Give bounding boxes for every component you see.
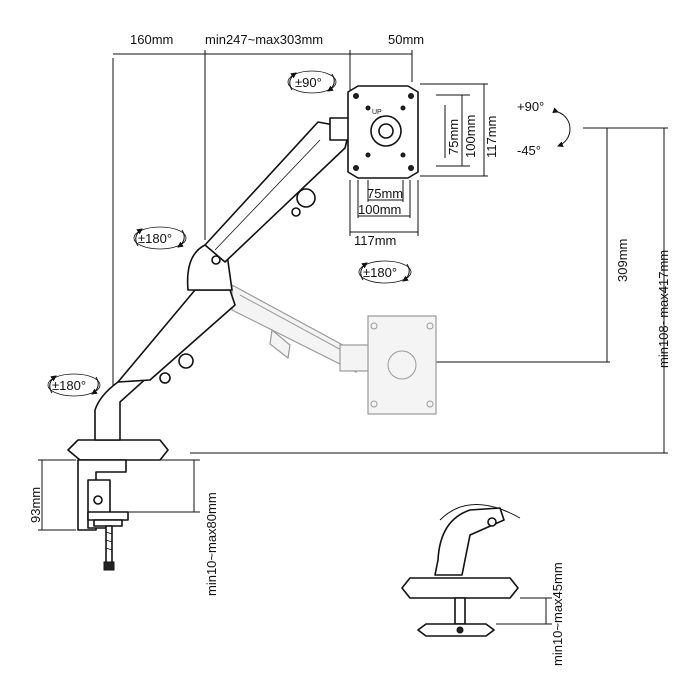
grommet-dimension-lines: [496, 597, 552, 625]
desk-clamp: [77, 459, 129, 571]
joint-upper-label: ±180°: [138, 231, 172, 246]
joint-upper-badge: [133, 226, 187, 250]
tilt-arrow-icon: [552, 107, 571, 148]
tilt-up-label: +90°: [517, 99, 544, 114]
upper-arm: [204, 121, 351, 263]
base-plate: [67, 439, 169, 461]
tilt-down-label: -45°: [517, 143, 541, 158]
arm-reach-label: min247~max303mm: [205, 32, 323, 47]
joint-head-badge: [358, 260, 412, 284]
joint-head-label: ±180°: [363, 265, 397, 280]
vesa-117-horizontal-label: 117mm: [354, 233, 396, 248]
clamp-dimension-lines: [38, 459, 200, 531]
vesa-75-vertical-label: 75mm: [446, 119, 461, 155]
head-depth-label: 50mm: [388, 32, 424, 47]
vesa-plate: UP: [347, 85, 419, 179]
base-depth-label: 160mm: [130, 32, 173, 47]
joint-base-badge: [47, 373, 101, 397]
lower-arm: [117, 289, 236, 383]
vesa-75-horizontal-label: 75mm: [367, 186, 403, 201]
vesa-117-vertical-label: 117mm: [484, 116, 499, 158]
arm-lift-label: 309mm: [615, 239, 630, 282]
height-dimension-lines: [190, 127, 668, 454]
height-range-label: min108~max417mm: [656, 250, 671, 368]
arm-lowered-ghost: [231, 283, 437, 415]
joint-base-label: ±180°: [52, 378, 86, 393]
head-rotate-label: ±90°: [295, 75, 322, 90]
monitor-arm: [67, 117, 357, 461]
grommet-range-label: min10~max45mm: [550, 562, 565, 666]
vesa-100-vertical-label: 100mm: [463, 115, 478, 158]
vesa-bottom-dimensions: [349, 180, 419, 236]
vesa-100-horizontal-label: 100mm: [358, 202, 401, 217]
vesa-side-dimensions: [420, 83, 488, 177]
top-dimension-lines: [112, 50, 413, 450]
grommet-mount: [401, 504, 521, 637]
head-rotate-badge: [287, 70, 337, 94]
clamp-height-label: 93mm: [28, 487, 43, 523]
clamp-range-label: min10~max80mm: [204, 492, 219, 596]
vesa-up-marking: UP: [372, 109, 382, 116]
